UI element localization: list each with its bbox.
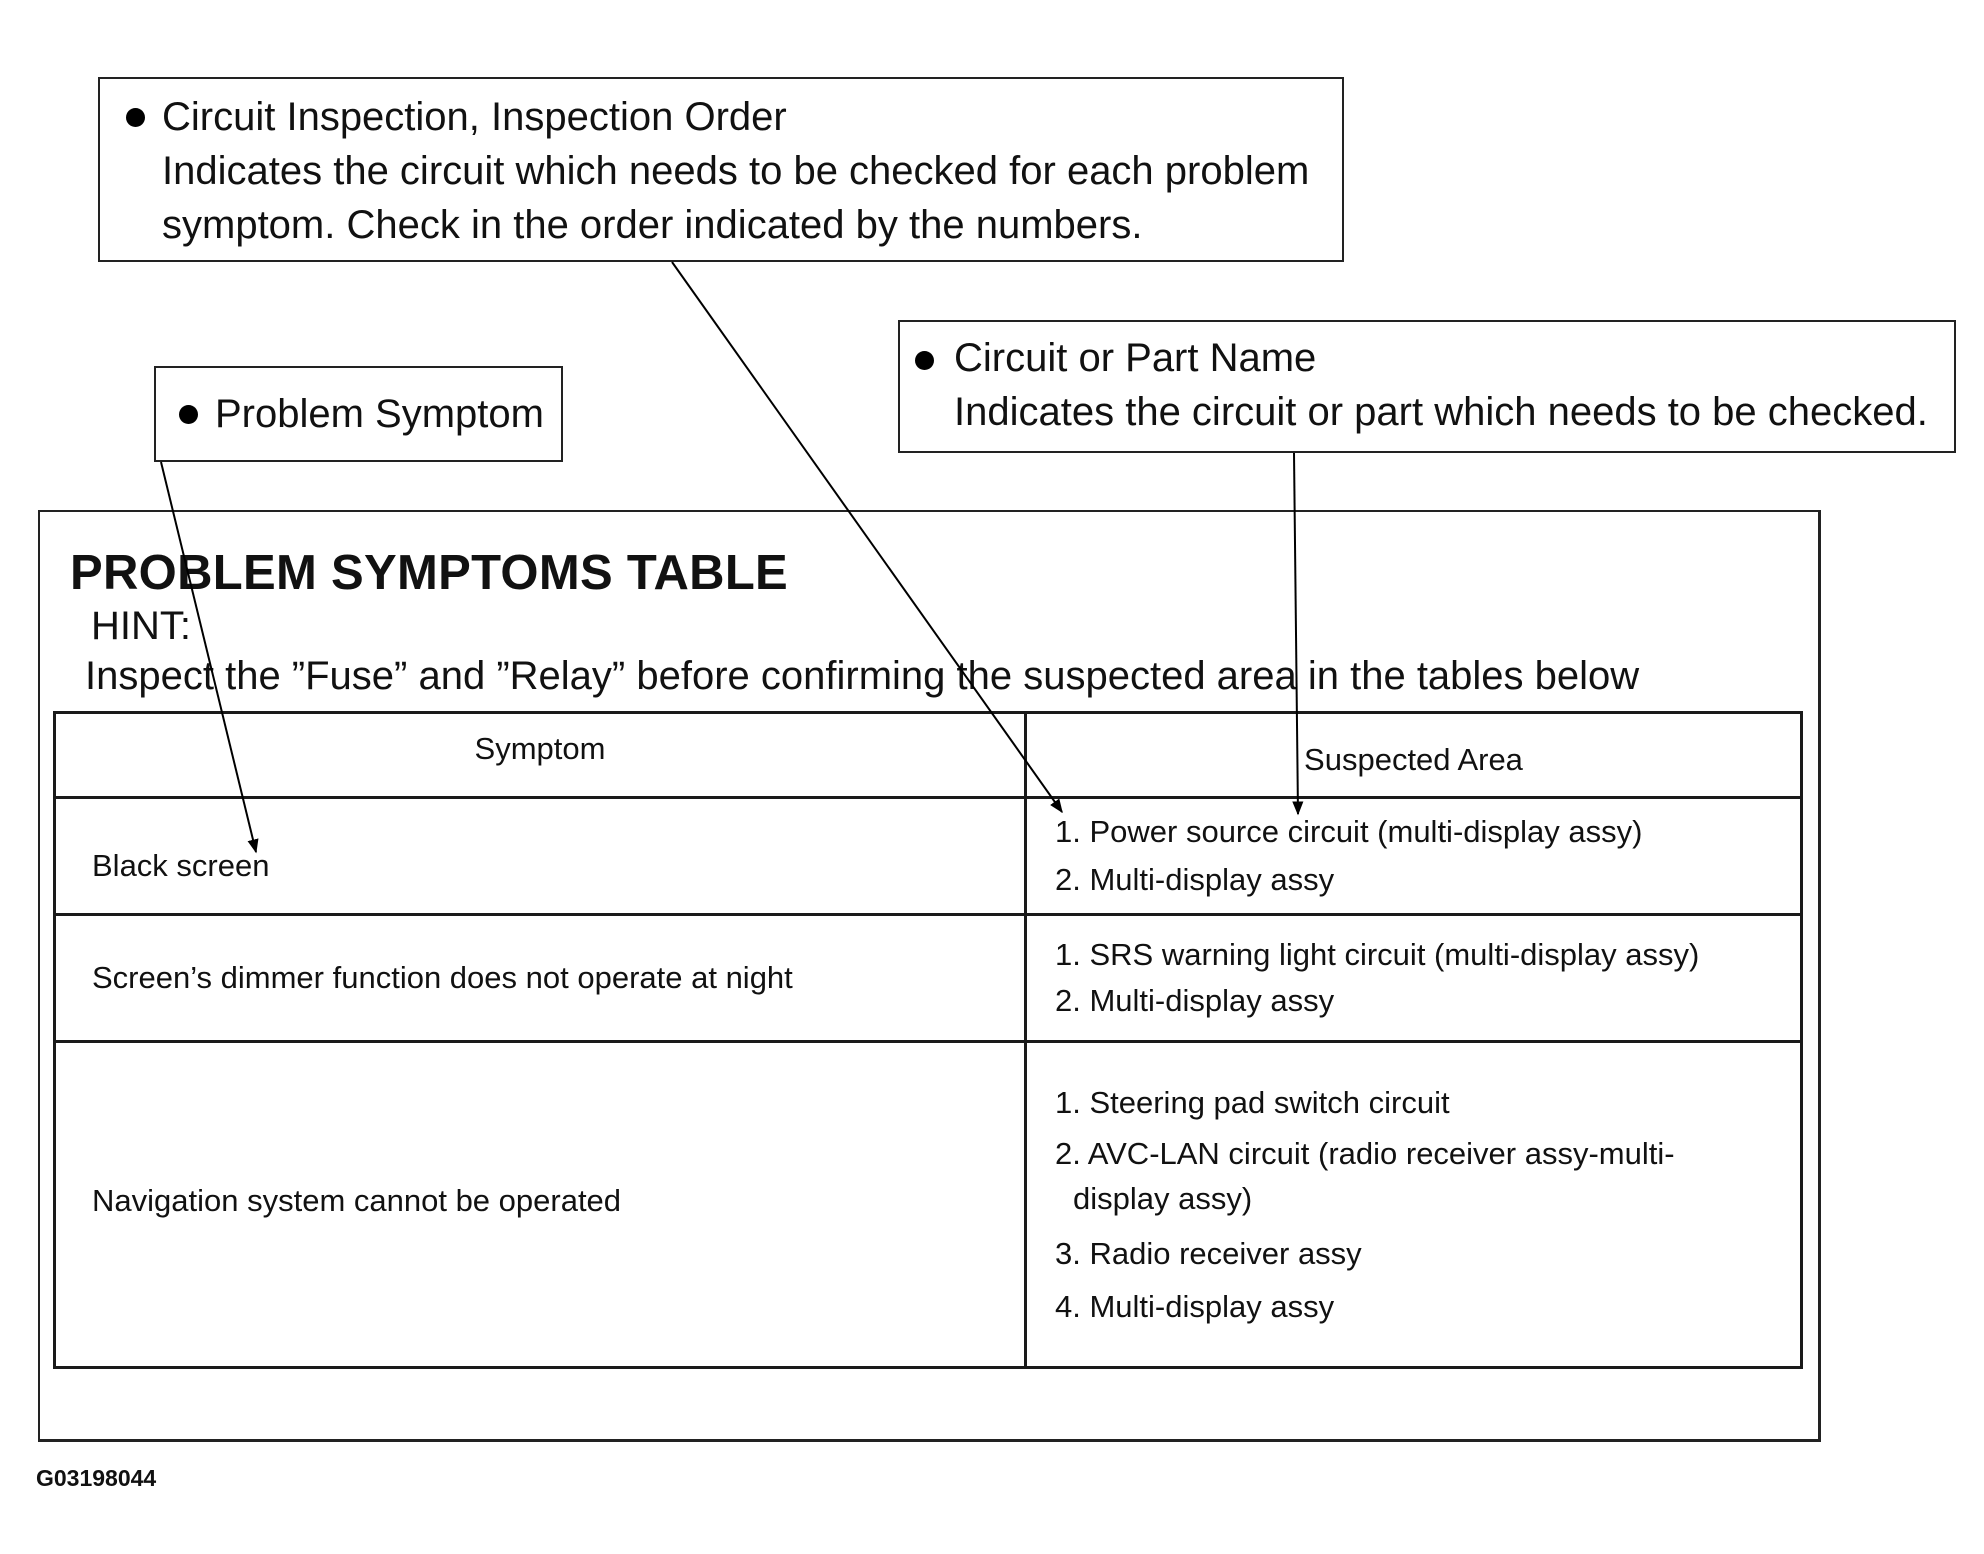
suspected-area-cell: 1. SRS warning light circuit (multi-disp…	[1024, 913, 1803, 1043]
hint-text: Inspect the ”Fuse” and ”Relay” before co…	[85, 654, 1640, 698]
symptom-text: Screen’s dimmer function does not operat…	[92, 960, 793, 995]
bullet-icon	[915, 351, 934, 370]
column-header-suspected-area: Suspected Area	[1024, 711, 1803, 799]
list-item: 2. Multi-display assy	[1055, 862, 1335, 897]
callout-part-name-line1: Indicates the circuit or part which need…	[954, 390, 1928, 434]
callout-problem-symptom: Problem Symptom	[154, 366, 563, 462]
list-item: 3. Radio receiver assy	[1055, 1235, 1362, 1271]
symptom-text: Black screen	[92, 848, 270, 883]
callout-inspection-order: Circuit Inspection, Inspection Order Ind…	[98, 77, 1344, 262]
callout-inspection-order-line1: Indicates the circuit which needs to be …	[162, 149, 1310, 193]
callout-part-name: Circuit or Part Name Indicates the circu…	[898, 320, 1956, 453]
page-title: PROBLEM SYMPTOMS TABLE	[70, 546, 789, 600]
table-header-row: Symptom Suspected Area	[53, 711, 1803, 799]
list-item: 4. Multi-display assy	[1055, 1288, 1335, 1324]
column-header-symptom-label: Symptom	[474, 731, 606, 766]
suspected-area-list: 1. Steering pad switch circuit 2. AVC-LA…	[1055, 1084, 1800, 1324]
symptom-text: Navigation system cannot be operated	[92, 1182, 622, 1218]
bullet-icon	[179, 405, 198, 424]
list-item: display assy)	[1073, 1180, 1253, 1216]
column-header-area-label: Suspected Area	[1304, 742, 1523, 777]
callout-part-name-heading: Circuit or Part Name	[954, 336, 1317, 380]
bullet-icon	[126, 108, 145, 127]
suspected-area-list: 1. Power source circuit (multi-display a…	[1055, 815, 1800, 897]
suspected-area-cell: 1. Steering pad switch circuit 2. AVC-LA…	[1024, 1040, 1803, 1369]
list-item: 1. Power source circuit (multi-display a…	[1055, 814, 1643, 849]
figure-code: G03198044	[36, 1465, 157, 1491]
suspected-area-list: 1. SRS warning light circuit (multi-disp…	[1055, 938, 1800, 1018]
symptom-cell: Navigation system cannot be operated	[53, 1040, 1027, 1369]
column-header-symptom: Symptom	[53, 711, 1027, 799]
list-item: 2. AVC-LAN circuit (radio receiver assy-…	[1055, 1135, 1675, 1171]
list-item: 1. Steering pad switch circuit	[1055, 1084, 1450, 1120]
callout-problem-symptom-heading: Problem Symptom	[215, 392, 544, 436]
list-item: 1. SRS warning light circuit (multi-disp…	[1055, 937, 1700, 972]
table-row: Navigation system cannot be operated 1. …	[53, 1040, 1803, 1369]
suspected-area-cell: 1. Power source circuit (multi-display a…	[1024, 796, 1803, 916]
list-item: 2. Multi-display assy	[1055, 983, 1335, 1018]
table-row: Screen’s dimmer function does not operat…	[53, 913, 1803, 1043]
symptom-cell: Black screen	[53, 796, 1027, 916]
hint-label: HINT:	[91, 604, 191, 648]
problem-symptoms-table: Symptom Suspected Area Black screen 1. P…	[53, 711, 1803, 1369]
symptom-cell: Screen’s dimmer function does not operat…	[53, 913, 1027, 1043]
table-row: Black screen 1. Power source circuit (mu…	[53, 796, 1803, 916]
callout-inspection-order-heading: Circuit Inspection, Inspection Order	[162, 95, 787, 139]
callout-inspection-order-line2: symptom. Check in the order indicated by…	[162, 203, 1143, 247]
